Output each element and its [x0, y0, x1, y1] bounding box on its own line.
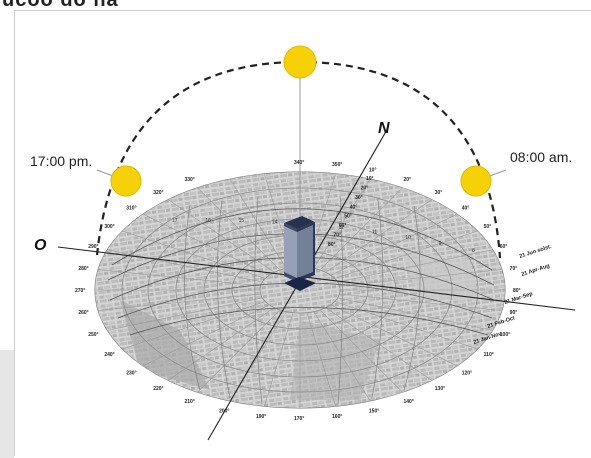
azimuth-label: 280° [78, 266, 88, 272]
azimuth-label: 20° [404, 177, 412, 183]
azimuth-label: 200° [219, 408, 229, 414]
azimuth-label: 50° [484, 224, 492, 230]
azimuth-radial-line [107, 249, 263, 283]
azimuth-label: 40° [462, 206, 470, 212]
azimuth-label: 190° [256, 414, 266, 420]
altitude-label: 30° [355, 195, 363, 201]
azimuth-radial-line [313, 178, 371, 269]
azimuth-radials [95, 172, 505, 408]
azimuth-radial-line [264, 312, 294, 407]
altitude-label: 10° [366, 176, 374, 182]
azimuth-label: 140° [404, 399, 414, 405]
sun-zenith [283, 45, 317, 79]
azimuth-radial-line [122, 230, 266, 279]
altitude-label: 80° [328, 242, 336, 248]
azimuth-radial-line [325, 307, 432, 381]
hour-labels: 17 16 15 14 13 12 11 10 9 8 [172, 218, 475, 254]
hour-label: 11 [372, 229, 377, 235]
azimuth-label: 130° [435, 386, 445, 392]
top-caption-text: ucoo do na [2, 0, 119, 11]
hour-label: 9 [439, 241, 442, 247]
azimuth-radial-line [337, 297, 493, 331]
altitude-label: 20° [361, 185, 369, 191]
hour-label: 8 [472, 248, 475, 254]
hour-label: 15 [239, 218, 245, 224]
east-west-axis [57, 246, 576, 311]
left-shadow [0, 350, 14, 458]
azimuth-label: 310° [126, 206, 136, 212]
figure-frame [14, 10, 591, 456]
altitude-label: 50° [344, 214, 352, 220]
azimuth-radial-line [325, 199, 432, 273]
azimuth-label: 60° [500, 244, 508, 250]
azimuth-radial-line [306, 312, 336, 407]
hour-label: 13 [305, 221, 311, 227]
sun-label-morning: 08:00 am. [510, 149, 572, 165]
azimuth-radial-line [319, 187, 403, 271]
hour-label: 14 [272, 219, 278, 225]
azimuth-label: 220° [153, 386, 163, 392]
azimuth-label: 80° [513, 288, 521, 294]
azimuth-label: 90° [510, 310, 518, 316]
altitude-label: 60° [339, 223, 347, 229]
azimuth-radial-line [107, 297, 263, 331]
azimuth-radial-line [197, 187, 281, 271]
azimuth-label: 290° [88, 244, 98, 250]
azimuth-radial-line [330, 213, 458, 276]
azimuth-label: 350° [332, 162, 342, 168]
azimuth-radial-line [197, 309, 281, 393]
hour-label: 16 [205, 218, 211, 224]
azimuth-label: 70° [510, 266, 518, 272]
sun-label-afternoon: 17:00 pm. [30, 153, 92, 169]
azimuth-radial-line [330, 304, 458, 367]
azimuth-label: 320° [153, 190, 163, 196]
azimuth-label: 170° [294, 416, 304, 422]
azimuth-label: 240° [104, 352, 114, 358]
azimuth-label: 120° [462, 370, 472, 376]
date-label: 21 Apr-Aug [521, 263, 551, 278]
building [284, 216, 316, 291]
azimuth-radial-line [313, 311, 371, 402]
hour-label: 17 [172, 218, 178, 224]
azimuth-radial-line [229, 178, 287, 269]
top-caption-fragment: ucoo do na [0, 0, 591, 14]
azimuth-label: 270° [75, 288, 85, 294]
azimuth-radial-line [319, 309, 403, 393]
azimuth-label: 230° [126, 370, 136, 376]
hour-label: 10 [405, 235, 411, 241]
hour-lines [184, 195, 421, 405]
sun-afternoon [110, 165, 142, 197]
azimuth-label: 100° [500, 332, 510, 338]
sun-morning [460, 165, 492, 197]
azimuth-radial-line [334, 230, 478, 279]
azimuth-label: 300° [104, 224, 114, 230]
azimuth-label: 150° [369, 408, 379, 414]
azimuth-radial-line [98, 293, 261, 311]
azimuth-label: 340° [294, 160, 304, 166]
azimuth-radial-line [142, 213, 270, 276]
azimuth-label: 30° [435, 190, 443, 196]
azimuth-radial-line [339, 293, 502, 311]
azimuth-label: 210° [185, 399, 195, 405]
altitude-labels: 10° 20° 30° 40° 50° 60° 70° 80° [328, 176, 374, 248]
azimuth-label: 160° [332, 414, 342, 420]
azimuth-label: 110° [484, 352, 494, 358]
altitude-label: 40° [350, 204, 358, 210]
compass-west: O [34, 237, 47, 254]
azimuth-radial-line [122, 301, 266, 350]
azimuth-radial-line [142, 304, 270, 367]
azimuth-label: 330° [185, 177, 195, 183]
azimuth-radial-line [334, 301, 478, 350]
altitude-label: 70° [333, 233, 341, 239]
hour-label: 12 [339, 225, 345, 231]
date-label: 21 Jun solst. [519, 244, 553, 260]
azimuth-label: 10° [369, 168, 377, 174]
azimuth-label: 260° [78, 310, 88, 316]
compass-north: N [378, 120, 390, 137]
azimuth-radial-line [339, 269, 502, 287]
azimuth-labels: 340° 350° 10° 20° 30° 40° 50° 60° 70° 80° 90° 100° 1… [75, 160, 521, 422]
azimuth-label: 250° [88, 332, 98, 338]
azimuth-radial-line [168, 199, 275, 273]
